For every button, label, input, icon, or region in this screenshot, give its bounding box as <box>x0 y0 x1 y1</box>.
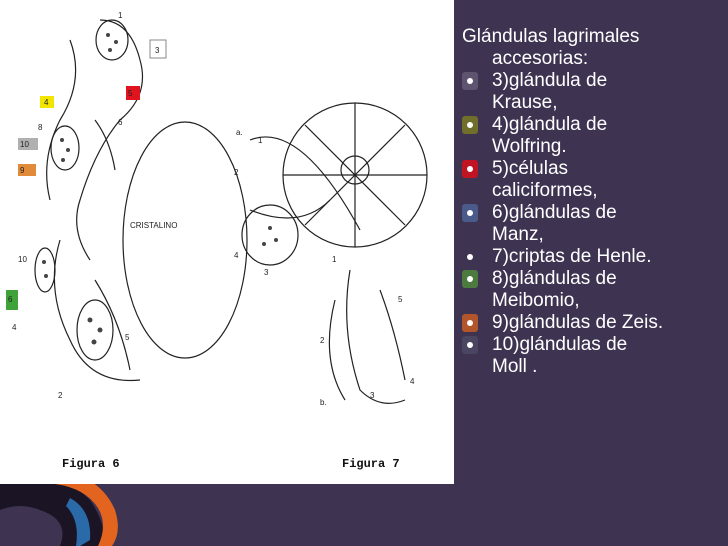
svg-text:3: 3 <box>264 268 269 277</box>
cristalino-lens <box>122 121 248 359</box>
list-item-text-continued: Manz, <box>492 224 544 245</box>
caption-figura-6: Figura 6 <box>62 457 120 471</box>
svg-text:2: 2 <box>234 168 239 177</box>
list-item-text: 9)glándulas de Zeis. <box>492 312 664 333</box>
list-item-text: 6)glándulas de <box>492 202 617 223</box>
list-item-text: 3)glándula de <box>492 70 608 91</box>
svg-text:b.: b. <box>320 398 327 407</box>
svg-text:5: 5 <box>125 333 130 342</box>
svg-text:1: 1 <box>332 255 337 264</box>
svg-text:10: 10 <box>18 255 27 264</box>
svg-text:2: 2 <box>320 336 325 345</box>
fig6-upper-lid <box>76 19 144 261</box>
bullet-icon <box>462 248 478 266</box>
caption-figura-7: Figura 7 <box>342 457 400 471</box>
bullet-icon <box>462 314 478 332</box>
list-item-text-continued: Krause, <box>492 92 558 113</box>
list-item-text: 10)glándulas de <box>492 334 628 355</box>
svg-text:4: 4 <box>234 251 239 260</box>
bullet-icon <box>462 336 478 354</box>
list-item-text: 5)células <box>492 158 569 179</box>
svg-text:2: 2 <box>58 391 63 400</box>
svg-text:5: 5 <box>128 89 133 98</box>
cristalino-label: CRISTALINO <box>130 221 177 230</box>
svg-text:3: 3 <box>370 391 375 400</box>
bullet-icon <box>462 204 478 222</box>
anatomy-figure: CRISTALINO 1 3 4 5 6 8 10 9 10 6 4 5 2 a… <box>0 0 454 484</box>
svg-text:4: 4 <box>44 98 49 107</box>
list-item-text-continued: Meibomio, <box>492 290 580 311</box>
bullet-icon <box>462 160 478 178</box>
svg-text:4: 4 <box>410 377 415 386</box>
heading-line-2: accesorias: <box>492 48 589 69</box>
list-item: 9)glándulas de Zeis. <box>462 312 724 334</box>
svg-text:5: 5 <box>398 295 403 304</box>
list-item-text-continued: Moll . <box>492 356 538 377</box>
svg-text:1: 1 <box>118 11 123 20</box>
list-item-text: 7)criptas de Henle. <box>492 246 652 267</box>
svg-text:8: 8 <box>38 123 43 132</box>
list-item-text-continued: caliciformes, <box>492 180 598 201</box>
bullet-icon <box>462 72 478 90</box>
list-item-text: 4)glándula de <box>492 114 608 135</box>
text-panel: Glándulas lagrimales accesorias: 3)glánd… <box>462 26 724 378</box>
svg-text:6: 6 <box>8 295 13 304</box>
svg-text:3: 3 <box>155 46 160 55</box>
bullet-icon <box>462 116 478 134</box>
list-item-text: 8)glándulas de <box>492 268 617 289</box>
svg-text:1: 1 <box>258 136 263 145</box>
fig6-tags <box>6 39 167 310</box>
bullet-icon <box>462 270 478 288</box>
slide-heading: Glándulas lagrimales accesorias: <box>462 26 724 70</box>
svg-text:6: 6 <box>118 118 123 127</box>
eye-gland-diagram: CRISTALINO 1 3 4 5 6 8 10 9 10 6 4 5 2 a… <box>6 11 428 407</box>
svg-text:a.: a. <box>236 128 243 137</box>
svg-text:10: 10 <box>20 140 29 149</box>
heading-line-1: Glándulas lagrimales <box>462 26 640 47</box>
svg-text:9: 9 <box>20 166 25 175</box>
list-item: 7)criptas de Henle. <box>462 246 724 268</box>
list-item-text-continued: Wolfring. <box>492 136 567 157</box>
svg-text:4: 4 <box>12 323 17 332</box>
